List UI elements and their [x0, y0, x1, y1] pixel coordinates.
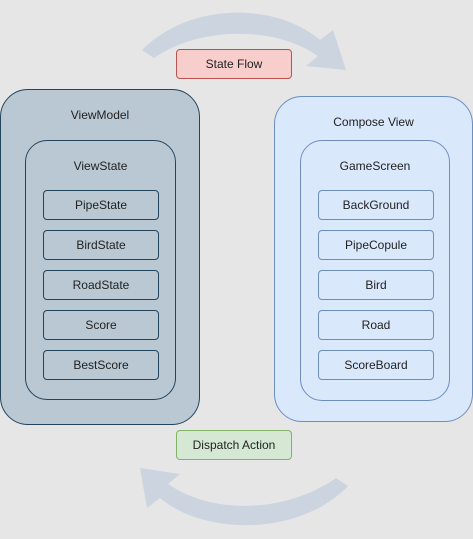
viewstate-item-score: Score: [43, 310, 159, 340]
viewmodel-title: ViewModel: [70, 108, 130, 122]
gamescreen-title: GameScreen: [339, 159, 411, 173]
gamescreen-item-road: Road: [318, 310, 434, 340]
gamescreen-item-pipecopule: PipeCopule: [318, 230, 434, 260]
viewstate-items: PipeState BirdState RoadState Score Best…: [43, 190, 159, 390]
gamescreen-item-bird: Bird: [318, 270, 434, 300]
compose-view-container: Compose View GameScreen BackGround PipeC…: [274, 96, 473, 422]
gamescreen-container: GameScreen BackGround PipeCopule Bird Ro…: [300, 140, 450, 401]
viewstate-item-roadstate: RoadState: [43, 270, 159, 300]
viewstate-title: ViewState: [73, 159, 128, 173]
viewstate-container: ViewState PipeState BirdState RoadState …: [25, 140, 176, 400]
viewmodel-container: ViewModel ViewState PipeState BirdState …: [0, 89, 200, 425]
state-flow-label: State Flow: [176, 49, 292, 79]
gamescreen-item-background: BackGround: [318, 190, 434, 220]
dispatch-action-label: Dispatch Action: [176, 430, 292, 460]
gamescreen-item-scoreboard: ScoreBoard: [318, 350, 434, 380]
gamescreen-items: BackGround PipeCopule Bird Road ScoreBoa…: [318, 190, 434, 390]
compose-view-title: Compose View: [333, 115, 414, 129]
viewstate-item-bestscore: BestScore: [43, 350, 159, 380]
viewstate-item-pipestate: PipeState: [43, 190, 159, 220]
top-curved-arrow: [142, 12, 346, 70]
bottom-curved-arrow: [140, 468, 348, 526]
viewstate-item-birdstate: BirdState: [43, 230, 159, 260]
